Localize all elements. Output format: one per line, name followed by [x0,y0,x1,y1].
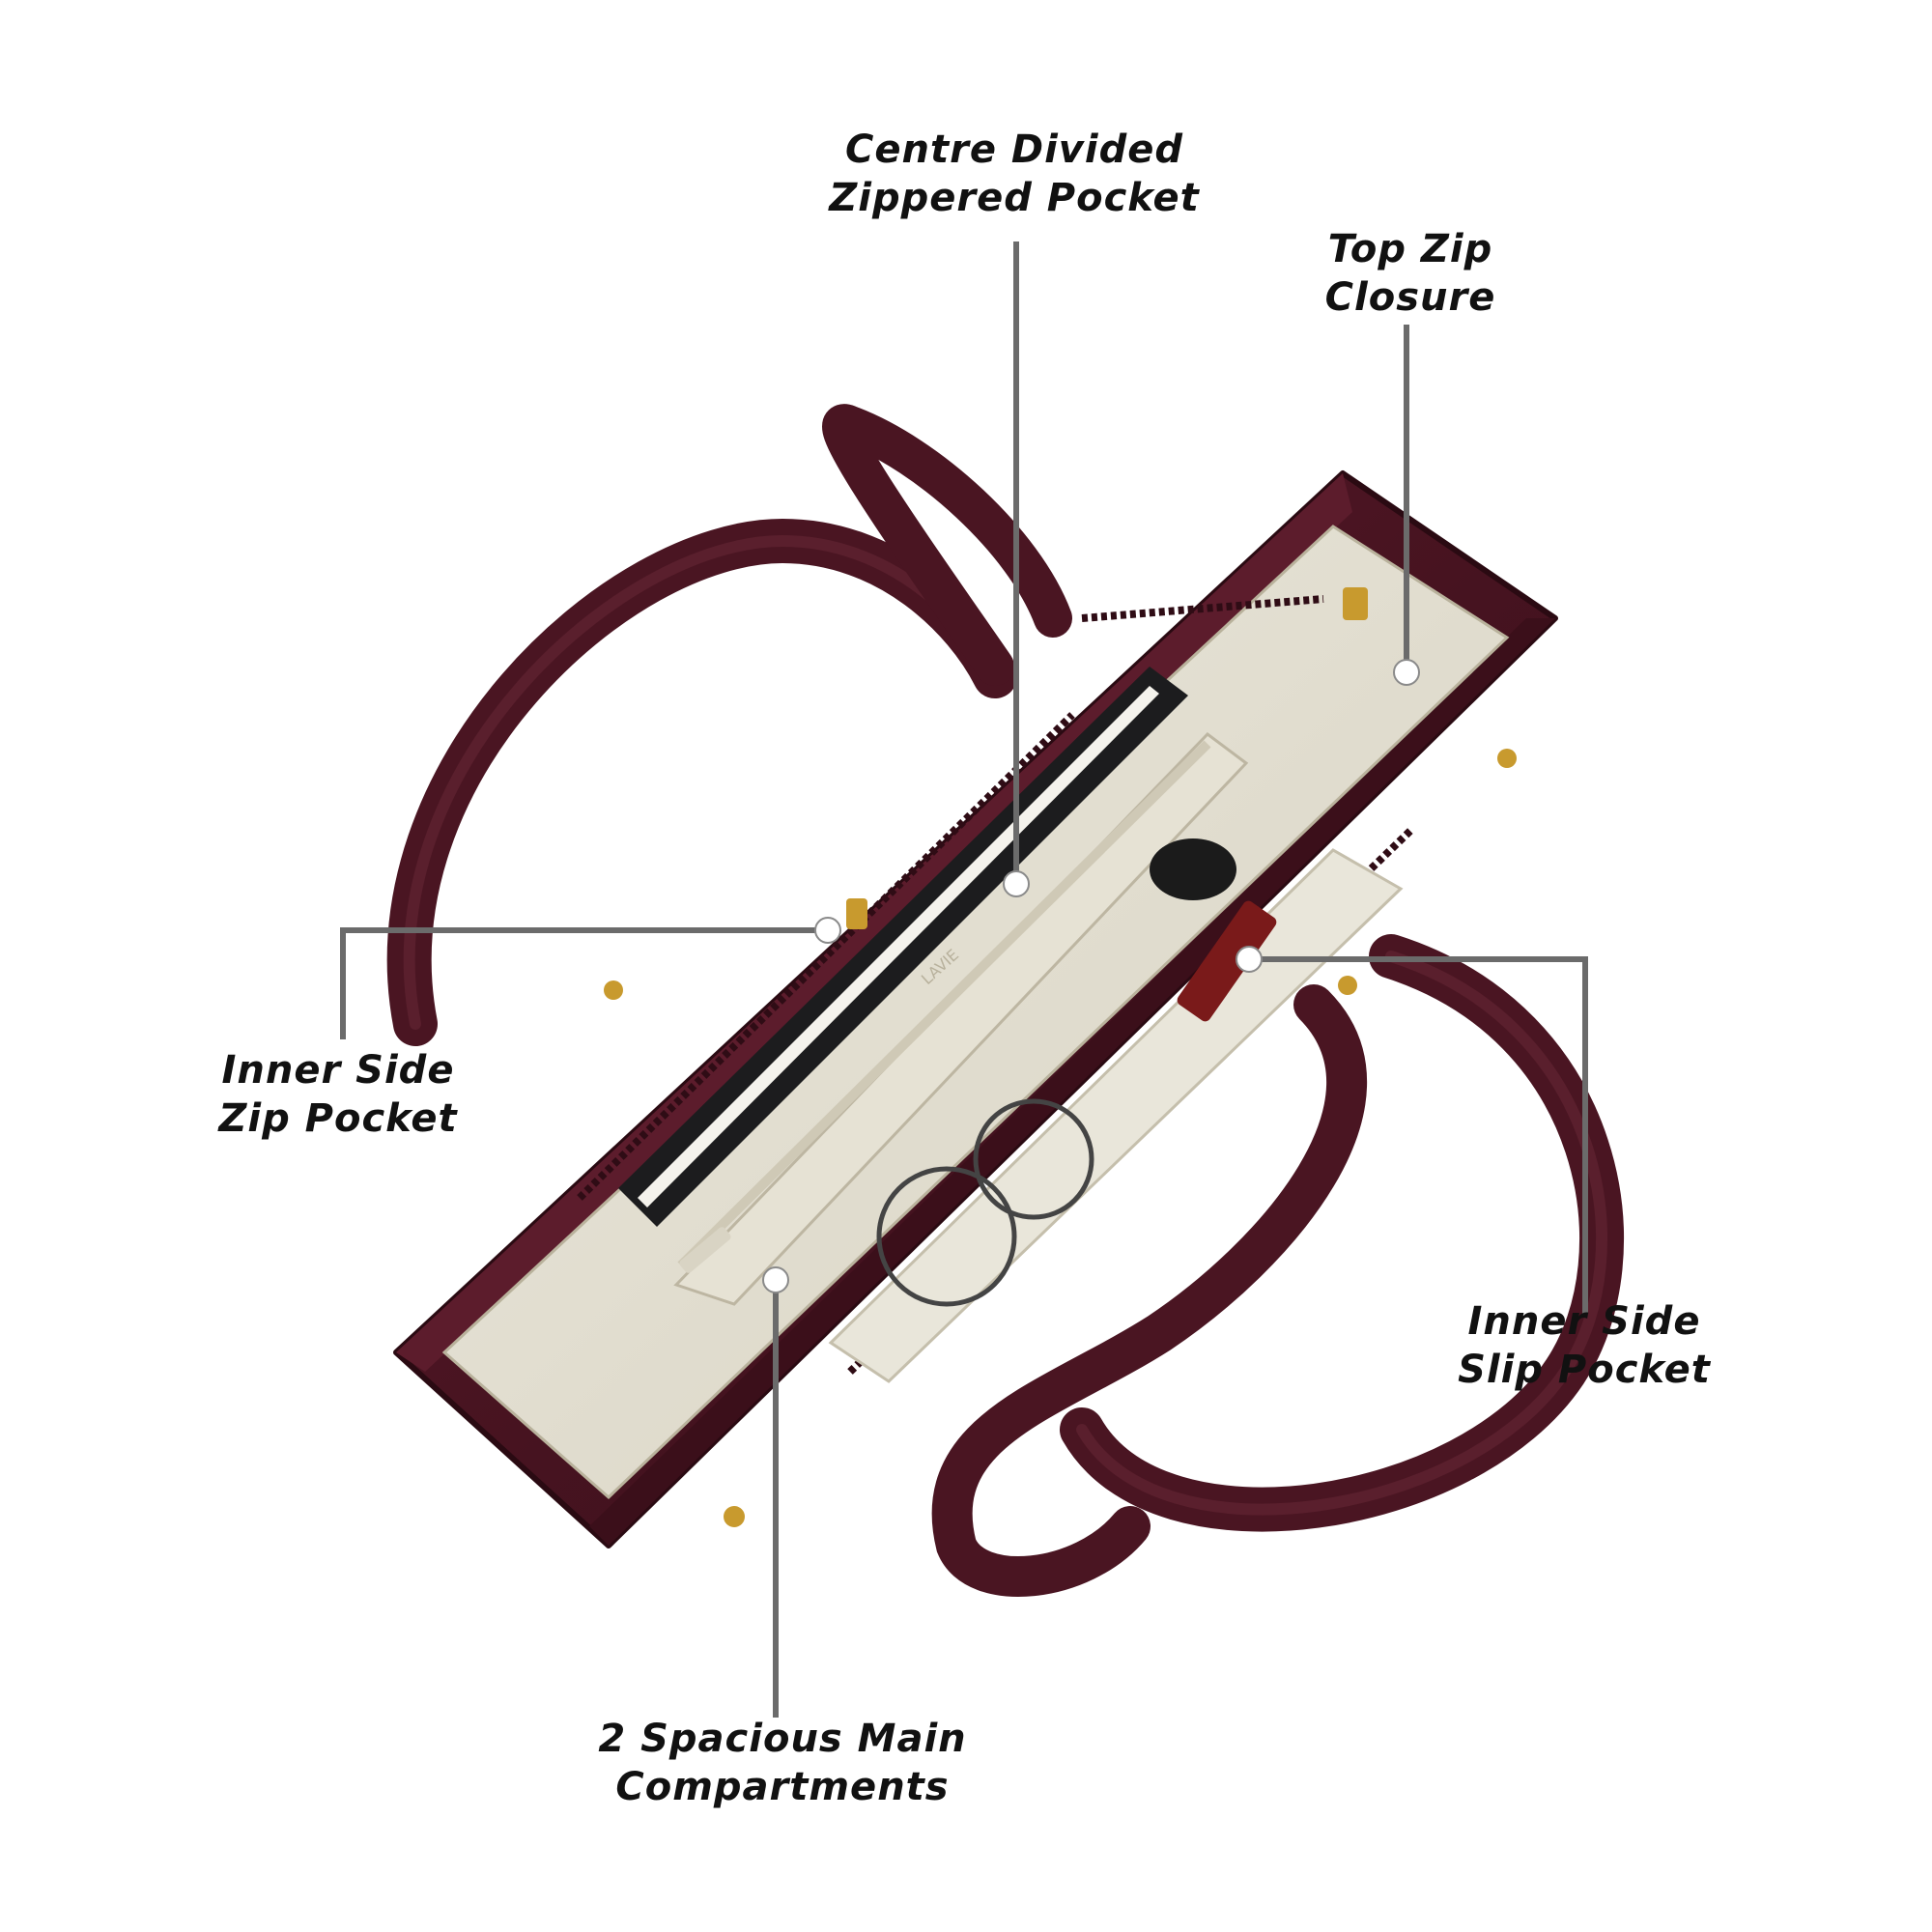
centre-pocket-zip [677,740,1211,1269]
back-handle-top [822,404,1072,686]
callout-main-compartments: 2 Spacious Main Compartments [580,1715,985,1811]
leader-inner-slip [1249,956,1588,1314]
callout-line: Slip Pocket [1458,1348,1711,1392]
callout-line: Inner Side [1467,1299,1701,1344]
marker-inner-zip [814,917,841,944]
callout-line: Centre Divided [845,128,1183,172]
notebook-pages [638,686,1159,1208]
callout-centre-divided-pocket: Centre Divided Zippered Pocket [802,126,1227,222]
callout-line: Zip Pocket [218,1096,458,1141]
front-handle-right-highlight [1076,951,1607,1516]
bag-handles [386,404,1624,1597]
marker-main-compartments [762,1266,789,1293]
marker-top-zip [1393,659,1420,686]
sunglasses-lens-a [876,1166,1017,1307]
callout-line: Zippered Pocket [829,176,1200,220]
brass-stud-top [1497,749,1517,768]
leader-inner-zip [340,927,828,1039]
callout-line: Top Zip [1327,227,1493,271]
callout-top-zip-closure: Top Zip Closure [1285,225,1536,322]
zip-puller-top [1343,587,1368,620]
bag-top-rim-far [396,473,1352,1372]
callout-leaders [340,242,1588,1718]
callout-line: Inner Side [221,1048,455,1093]
marker-centre-pocket [1003,870,1030,897]
callout-inner-side-zip-pocket: Inner Side Zip Pocket [193,1046,483,1143]
bag-top-rim-near [589,618,1555,1546]
compact-case [1150,838,1236,900]
lipstick [1177,900,1277,1022]
brass-stud-right [1338,976,1357,995]
bag-body: LAVIE [393,470,1558,1548]
zip-puller-inner [846,898,867,929]
zip-puller-centre [679,1227,731,1273]
callout-line: Closure [1324,275,1496,320]
callout-inner-side-slip-pocket: Inner Side Slip Pocket [1430,1297,1739,1394]
marker-inner-slip [1236,946,1263,973]
slip-pocket-panel [828,848,1404,1383]
brass-stud-bottom [724,1506,745,1527]
front-handle-lower [931,984,1367,1597]
callout-line: 2 Spacious Main [598,1717,967,1761]
callout-line: Compartments [615,1765,950,1809]
callout-markers [762,659,1420,1293]
sunglasses-lens-b [973,1098,1094,1220]
brass-stud-left [604,980,623,1000]
